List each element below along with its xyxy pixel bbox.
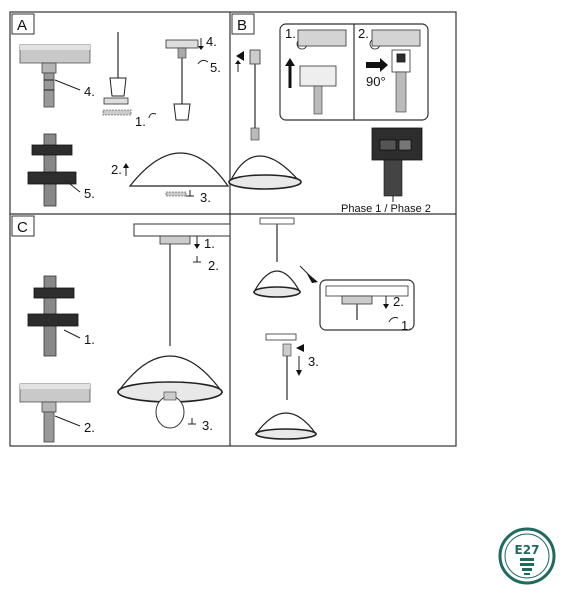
pendant-cord-illustration — [102, 32, 132, 116]
panel-c-label-box — [11, 215, 35, 237]
step-label: 3. — [200, 190, 211, 205]
step-label: 1. — [135, 114, 146, 129]
arrow-down-icon — [194, 244, 200, 249]
shade-rim — [253, 286, 301, 298]
panel-b-label: B — [237, 17, 247, 34]
step-label: 2. — [358, 26, 369, 41]
badge-label: E27 — [515, 543, 540, 557]
arrow-up-icon — [235, 60, 241, 64]
grid-border — [9, 11, 457, 447]
lamp-shade-illustration — [128, 152, 230, 187]
step-label: 4. — [206, 34, 217, 49]
canopy-top — [259, 217, 295, 225]
clamp-illustration — [27, 275, 81, 357]
step-label: 2. — [393, 294, 404, 309]
step-label: 1. — [285, 26, 296, 41]
screw-icon — [188, 418, 196, 425]
panel-c: C 1. 2. 1. — [11, 215, 231, 443]
step-label: 5. — [210, 60, 221, 75]
adapter-detail-2 — [371, 29, 421, 113]
step-label: 3. — [202, 418, 213, 433]
rotation-angle: 90° — [366, 74, 386, 89]
bulb-base-icon — [520, 558, 534, 575]
ring-illustration — [165, 191, 187, 197]
step-label: 2. — [84, 420, 95, 435]
arrow-down-icon — [296, 370, 302, 376]
panel-a: A 4. 5. 1. — [11, 13, 230, 207]
step-label: 1. — [401, 318, 412, 333]
panel-a-label-box — [11, 13, 35, 35]
step-label: 3. — [308, 354, 319, 369]
step-label: 1. — [204, 236, 215, 251]
pendant-illustration — [228, 49, 302, 190]
step-label: 5. — [84, 186, 95, 201]
step-label: 2. — [208, 258, 219, 273]
arrow-down-icon — [198, 46, 204, 50]
step-label: 2. — [111, 162, 122, 177]
step-label: 4. — [84, 84, 95, 99]
track-adapter-illustration — [19, 383, 91, 443]
screw-icon — [193, 256, 201, 263]
arrow-diagonal-icon — [299, 265, 315, 281]
arrow-up-icon — [123, 163, 129, 168]
shade-rim — [255, 428, 317, 440]
phase-caption: Phase 1 / Phase 2 — [341, 203, 431, 215]
adapter-detail-1 — [297, 29, 347, 115]
clamp-illustration — [27, 133, 81, 207]
arrow-right-icon — [366, 58, 388, 72]
arrow-right-icon — [236, 51, 244, 61]
screw-icon — [186, 190, 194, 197]
canopy-top — [265, 333, 297, 341]
track-illustration — [116, 223, 231, 429]
track-adapter-illustration — [19, 44, 91, 108]
phase-switch-illustration — [371, 127, 423, 202]
panel-d: 2. 1. 3. — [252, 217, 415, 440]
canopy-cord-illustration — [165, 39, 199, 121]
panel-a-label: A — [17, 17, 27, 34]
panel-b-label-box — [231, 13, 255, 35]
rotate-icon — [148, 113, 157, 119]
cord-connector — [282, 343, 292, 357]
rotate-icon — [388, 317, 399, 323]
e27-badge: E27 — [498, 527, 556, 585]
arrow-down-icon — [383, 304, 389, 309]
badge-inner-ring — [504, 533, 550, 579]
arrow-left-icon — [296, 344, 304, 352]
panel-b: B 1. 2. 90 — [228, 13, 431, 215]
rotate-icon — [197, 59, 209, 65]
panel-c-label: C — [17, 219, 28, 236]
step-label: 1. — [84, 332, 95, 347]
arrow-up-icon — [285, 58, 295, 66]
